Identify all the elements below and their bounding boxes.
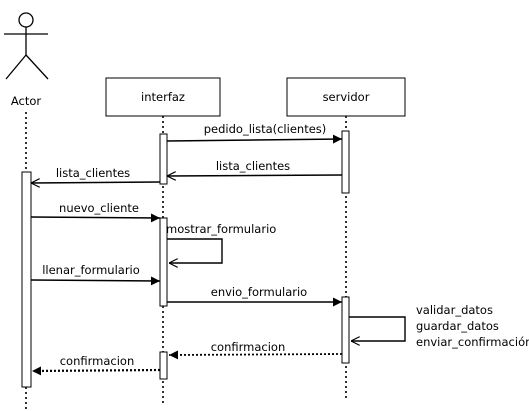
actor-figure xyxy=(4,12,49,80)
message-confirmacion-server-arrow xyxy=(168,350,343,360)
message-validar-datos-label: validar_datos xyxy=(416,303,493,317)
actor-head xyxy=(18,12,34,28)
interfaz-activation-1 xyxy=(159,133,168,185)
actor-label: Actor xyxy=(11,94,42,108)
actor-right-leg xyxy=(25,54,49,80)
interfaz-activation-3 xyxy=(159,351,168,380)
actor-left-leg xyxy=(5,54,27,80)
message-llenar-formulario-arrow xyxy=(30,276,161,286)
message-lista-clientes-server-label: lista_clientes xyxy=(216,159,290,173)
message-lista-clientes-server-arrow xyxy=(167,175,343,176)
participant-servidor-label: servidor xyxy=(323,90,370,104)
servidor-activation-1 xyxy=(341,130,350,194)
actor-activation xyxy=(21,171,32,388)
message-nuevo-cliente-arrow xyxy=(30,213,161,223)
participant-interfaz-label: interfaz xyxy=(141,90,185,104)
interfaz-activation-2 xyxy=(159,217,168,307)
message-servidor-self-arrow xyxy=(349,316,406,341)
message-mostrar-formulario-arrow xyxy=(167,238,223,263)
message-lista-clientes-actor-label: lista_clientes xyxy=(56,166,130,180)
message-enviar-confirmacion-label: enviar_confirmación xyxy=(416,335,529,349)
message-nuevo-cliente-label: nuevo_cliente xyxy=(59,201,139,215)
participant-interfaz-box xyxy=(105,77,221,117)
servidor-activation-2 xyxy=(341,296,350,364)
message-confirmacion-actor-arrow xyxy=(31,366,161,376)
message-pedido-lista-arrow xyxy=(166,134,343,144)
message-llenar-formulario-label: llenar_formulario xyxy=(42,263,140,277)
message-lista-clientes-actor-arrow xyxy=(31,182,161,183)
message-confirmacion-server-label: confirmacion xyxy=(211,340,286,354)
message-mostrar-formulario-label: mostrar_formulario xyxy=(166,222,276,236)
message-pedido-lista-label: pedido_lista(clientes) xyxy=(204,122,327,136)
message-guardar-datos-label: guardar_datos xyxy=(416,319,499,333)
participant-servidor-box xyxy=(286,77,406,117)
message-envio-formulario-label: envio_formulario xyxy=(211,285,307,299)
message-confirmacion-actor-label: confirmacion xyxy=(60,354,135,368)
